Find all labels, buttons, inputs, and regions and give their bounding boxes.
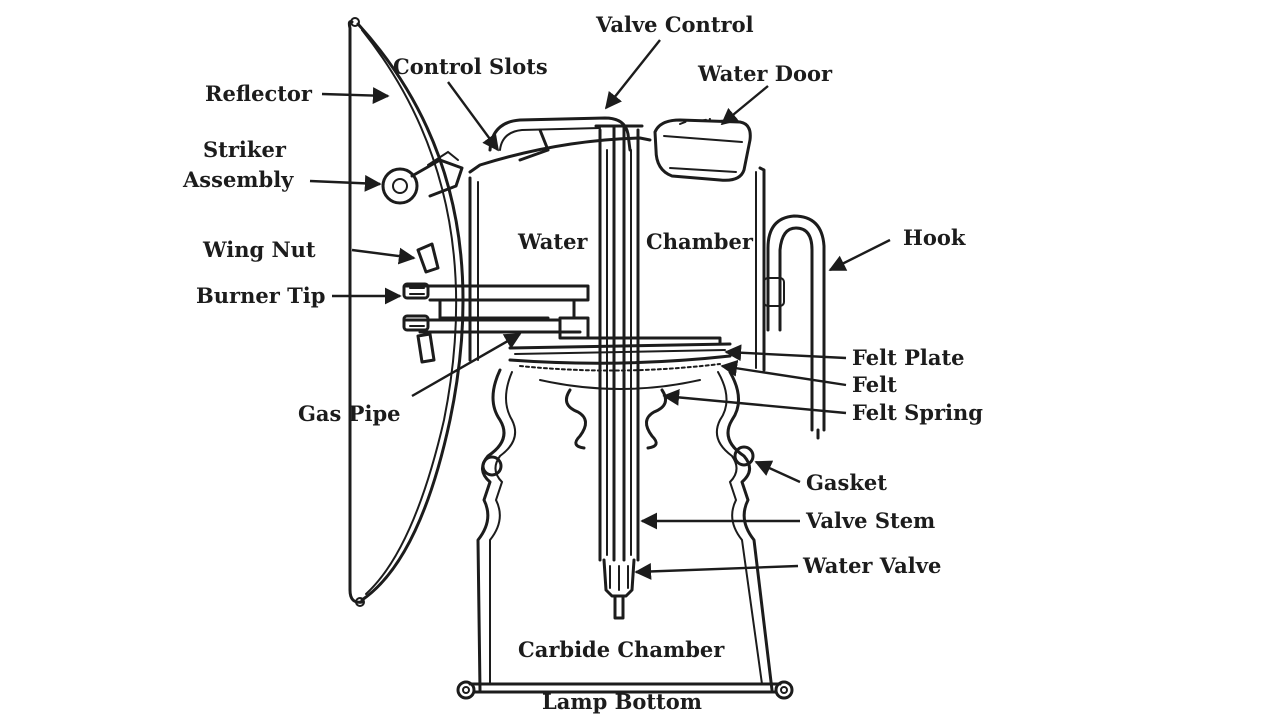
leader-hook <box>828 238 891 272</box>
label-water: Water <box>517 229 588 254</box>
carbide-chamber-shape <box>476 368 774 692</box>
leader-reflector <box>321 87 390 104</box>
label-wing-nut: Wing Nut <box>202 237 316 262</box>
label-felt-spring: Felt Spring <box>852 400 983 425</box>
leader-wing-nut <box>351 247 416 265</box>
label-carbide-chamber: Carbide Chamber <box>518 637 725 662</box>
label-control-slots: Control Slots <box>393 54 548 79</box>
label-gas-pipe: Gas Pipe <box>298 401 401 426</box>
leader-felt-plate <box>724 344 847 362</box>
leader-gas-pipe <box>411 332 522 398</box>
label-chamber: Chamber <box>646 229 754 254</box>
reflector-shape <box>347 17 465 607</box>
leader-gasket <box>754 460 801 484</box>
felt-spring-shape <box>539 379 701 450</box>
gas-pipe-shape <box>404 284 602 340</box>
label-water-door: Water Door <box>697 61 833 86</box>
label-felt: Felt <box>852 372 897 397</box>
leader-valve-control <box>604 39 661 110</box>
leader-water-door <box>720 85 769 126</box>
leader-felt-spring <box>662 389 847 415</box>
label-hook: Hook <box>903 225 966 250</box>
leader-control-slots <box>447 81 499 152</box>
labels: Valve Control Control Slots Water Door R… <box>182 12 983 714</box>
lamp-bottom-shape <box>456 680 794 700</box>
leader-felt <box>720 359 847 387</box>
label-lamp-bottom: Lamp Bottom <box>542 689 702 714</box>
label-valve-stem: Valve Stem <box>805 508 935 533</box>
label-reflector: Reflector <box>205 81 313 106</box>
label-assembly: Assembly <box>182 167 294 192</box>
hook-shape <box>763 214 826 440</box>
label-felt-plate: Felt Plate <box>852 345 965 370</box>
wing-nut-shape <box>416 242 440 364</box>
leader-striker <box>309 174 382 192</box>
label-gasket: Gasket <box>806 470 887 495</box>
water-valve-shape <box>602 558 636 620</box>
burner-tip-shape <box>402 282 430 332</box>
leader-lines <box>309 39 891 580</box>
water-door-shape <box>653 118 752 182</box>
felt-plate-shape <box>508 336 732 372</box>
label-burner-tip: Burner Tip <box>196 283 325 308</box>
label-water-valve: Water Valve <box>802 553 941 578</box>
label-striker: Striker <box>203 137 287 162</box>
striker-assembly-shape <box>381 150 464 205</box>
lamp-drawing <box>347 17 826 700</box>
leader-water-valve <box>634 563 799 580</box>
label-valve-control: Valve Control <box>595 12 754 37</box>
valve-stem-shape <box>594 124 644 562</box>
